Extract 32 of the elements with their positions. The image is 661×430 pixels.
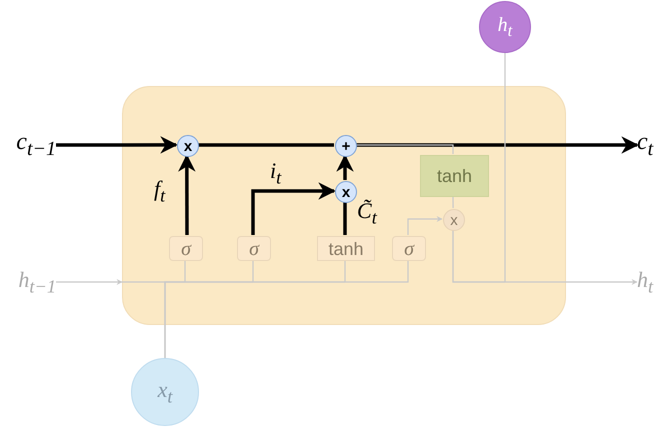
lstm-cell (122, 86, 566, 325)
connector-line (343, 202, 347, 235)
operation-circle: + (335, 135, 357, 157)
gate-box: σ (237, 236, 271, 261)
edge-label: f$_{t}$ (154, 176, 166, 206)
state-label: c$_{t}$ (637, 128, 661, 160)
connector-line (198, 143, 334, 147)
arrow (356, 136, 639, 154)
arrow (336, 154, 354, 180)
gate-box: σ (169, 236, 203, 261)
connector-line (452, 196, 454, 208)
state-label: h$_{t}$ (637, 267, 661, 297)
state-label: h$_{t−1}$ (4, 267, 56, 297)
input-circle: x$_{t}$ (131, 358, 199, 426)
arrow (56, 136, 178, 154)
arrow (56, 279, 123, 285)
arrow (407, 216, 443, 235)
edge-label: C̃$_{t}$ (357, 198, 377, 228)
activation-box: tanh (420, 155, 489, 197)
operation-circle: x (443, 209, 465, 231)
arrow (178, 154, 196, 235)
activation-box: tanh (317, 236, 375, 261)
connector-line (452, 53, 506, 283)
gate-box: σ (392, 236, 426, 261)
operation-circle: x (335, 181, 357, 203)
connector-line (164, 260, 409, 358)
state-label: c$_{t−1}$ (4, 128, 56, 160)
arrow (251, 182, 336, 235)
output-circle: h$_{t}$ (479, 1, 531, 53)
connector-line (356, 144, 454, 154)
operation-circle: x (177, 135, 199, 157)
edge-label: i$_{t}$ (270, 158, 282, 188)
